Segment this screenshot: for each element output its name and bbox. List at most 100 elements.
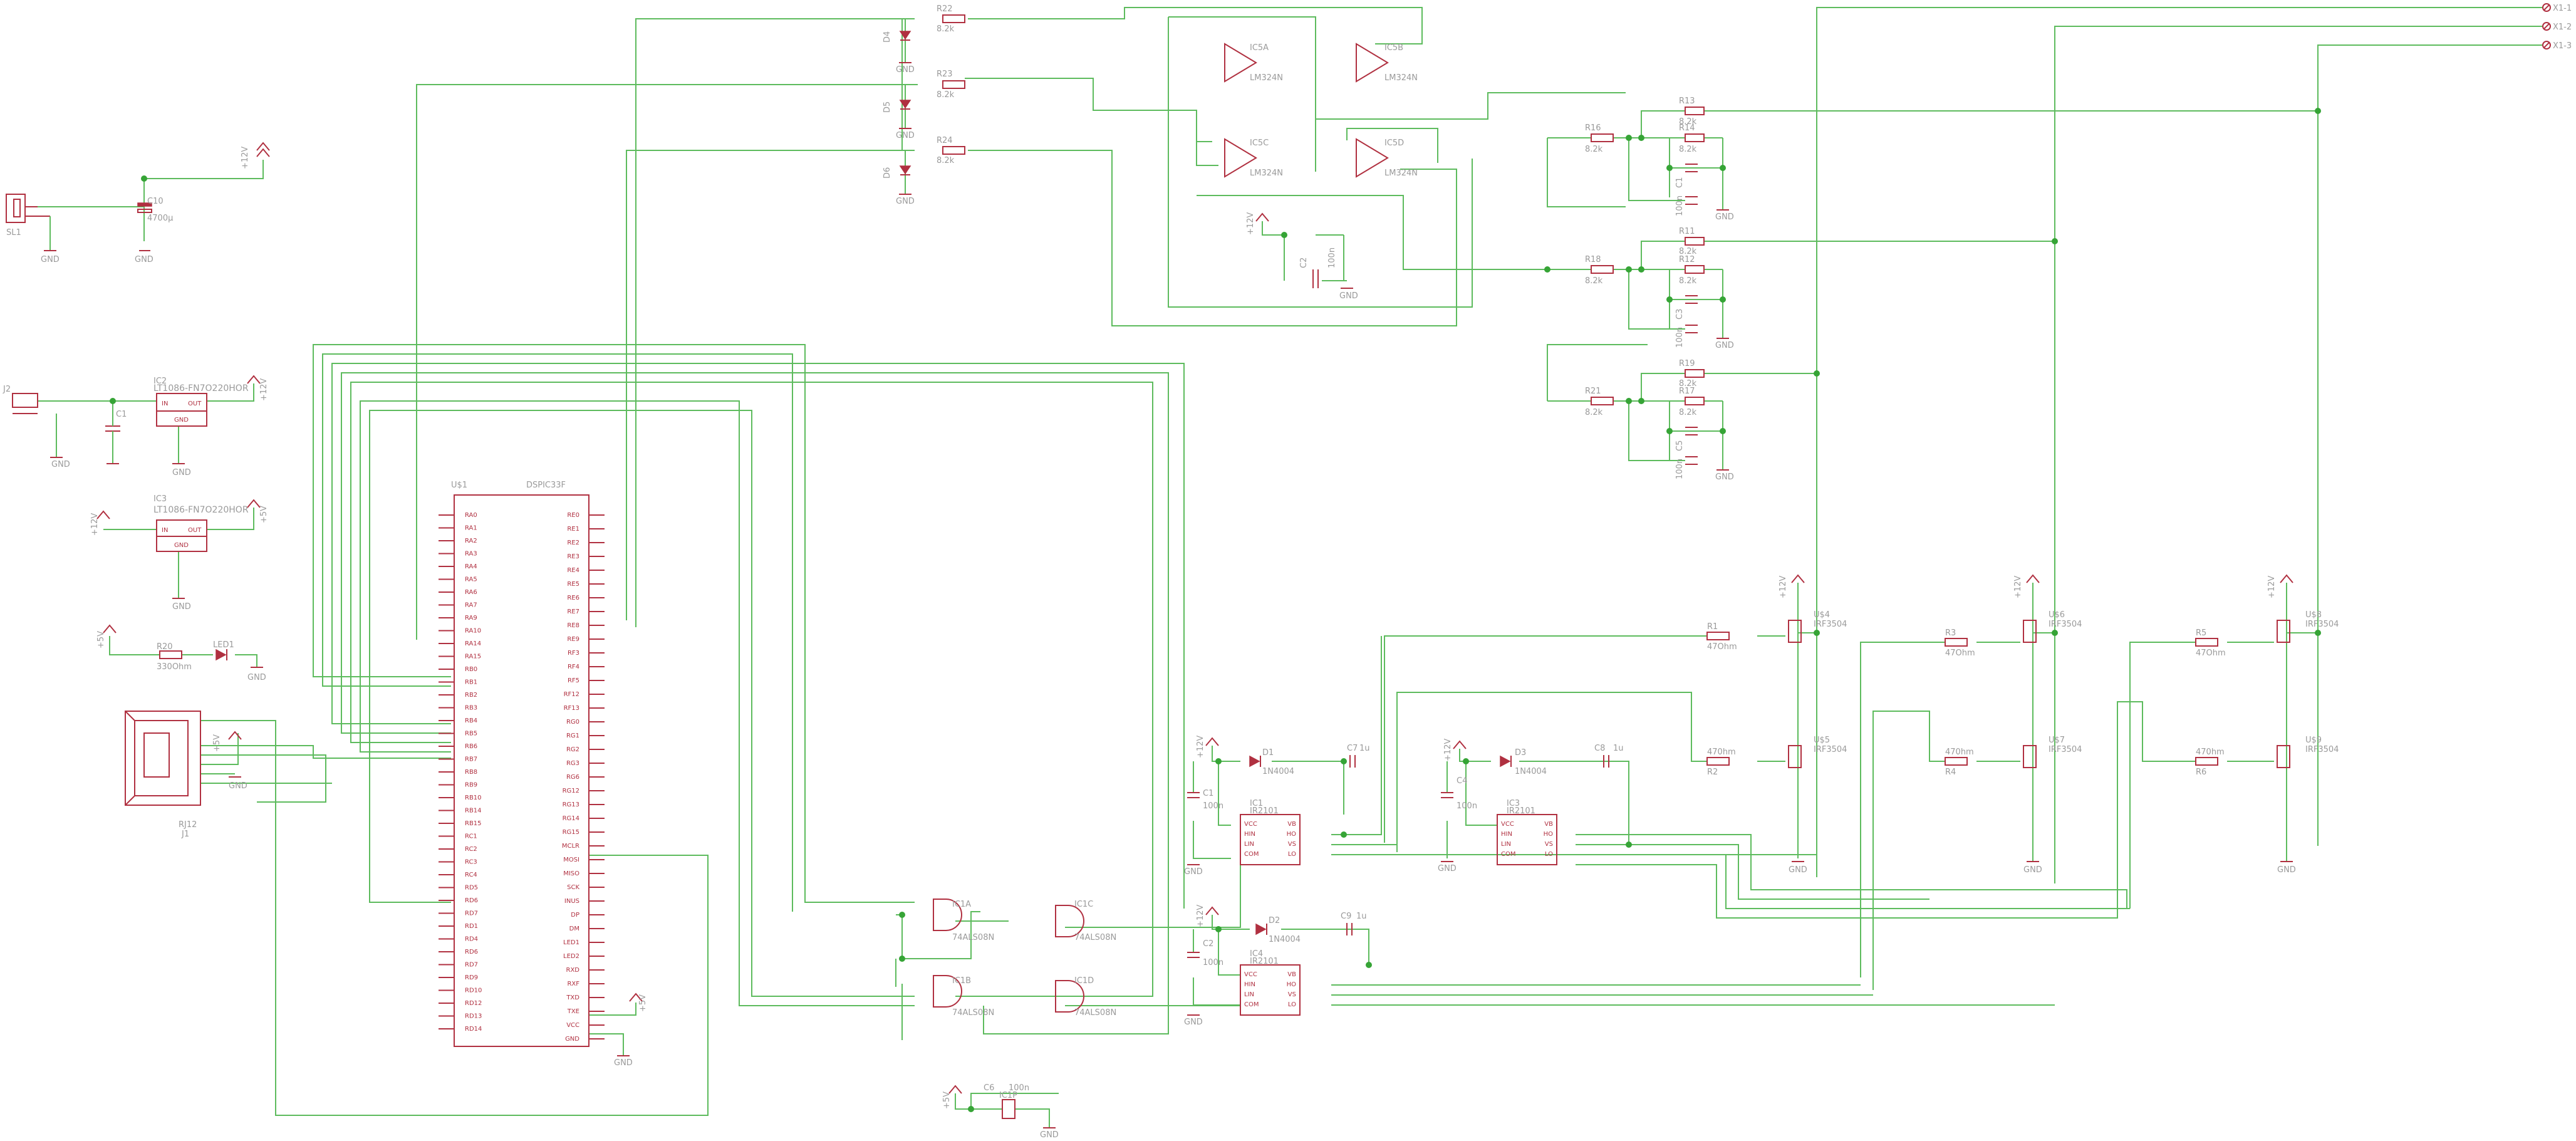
r17-value: 8.2k <box>1679 408 1697 417</box>
dec1-value: 100n <box>1203 801 1223 811</box>
u9-part: IRF3504 <box>2305 745 2339 754</box>
c1-label: C1 <box>116 410 127 419</box>
j1-rj12-connector: RJ12 J1 +5V GND <box>125 711 247 839</box>
divider-resistors: R16 R18 R21 8.2k 8.2k 8.2k R13 8.2k R14 … <box>1585 96 1734 482</box>
mcu-pin-right: RG1 <box>566 732 579 739</box>
j2-jack: J2 GND <box>3 385 70 469</box>
c8-value: 1u <box>1613 744 1624 753</box>
u4-label: U$4 <box>1814 610 1830 620</box>
ic3-p12-in-label: +12V <box>90 513 100 536</box>
opamps: IC5A LM324N IC5B LM324N IC5C LM324N IC5D… <box>1224 43 1418 301</box>
c9-label: C9 <box>1341 912 1351 921</box>
u7-gnd-label: GND <box>2023 865 2042 875</box>
ic3-regulator: IC3 LT1086-FN7O220HOR IN OUT GND GND +12… <box>90 494 269 612</box>
c10-label: C10 <box>147 197 164 206</box>
driver-bootstrap: D1 1N4004 C7 1u D3 1N4004 C8 1u D2 1N400… <box>1184 736 1624 1027</box>
driver-pin-left: COM <box>1244 1001 1259 1008</box>
driver-pin-right: HO <box>1544 831 1554 838</box>
opamp-c2-label: C2 <box>1299 258 1309 268</box>
mcu-pin-right: RG3 <box>566 760 579 767</box>
u6-part: IRF3504 <box>2049 620 2082 629</box>
mcu-pin-right: RXF <box>567 981 579 987</box>
ic2-p12-label: +12V <box>259 378 269 401</box>
mcu-pin-left: RC3 <box>465 859 477 866</box>
drv2-label: IC3 <box>1507 799 1520 808</box>
mcu-pin-right: RG14 <box>563 815 579 822</box>
bottom-c-name: C6 <box>984 1083 994 1093</box>
mcu-pin-right: MISO <box>563 870 579 877</box>
d2-part: 1N4004 <box>1269 935 1301 944</box>
r11-value: 8.2k <box>1679 247 1697 256</box>
mosfets: U$4 IRF3504 U$5 IRF3504 U$6 IRF3504 U$7 … <box>1706 574 2339 875</box>
driver-pin-right: HO <box>1287 981 1297 988</box>
mcu-pin-right: RE0 <box>567 512 579 519</box>
ic3-out: OUT <box>188 527 202 534</box>
j1-caption: RJ12 <box>179 820 197 830</box>
driver-pin-left: LIN <box>1244 991 1254 998</box>
mcu-pin-left: RA15 <box>465 654 481 660</box>
driver-pin-left: HIN <box>1244 831 1255 838</box>
r14-label: R14 <box>1679 123 1695 133</box>
r1-value: 47Ohm <box>1707 642 1737 652</box>
mcu-pin-right: TXE <box>567 1008 579 1015</box>
r23-label: R23 <box>937 70 953 79</box>
driver-pin-right: VS <box>1288 841 1296 848</box>
c10-gnd-label: GND <box>135 255 153 264</box>
ic5b-part: LM324N <box>1384 73 1418 83</box>
r1-label: R1 <box>1707 622 1718 632</box>
mcu-pin-left: RC1 <box>465 833 477 840</box>
mcu-pin-right: RG15 <box>563 829 579 836</box>
div-c-label-3: C5 <box>1675 440 1685 451</box>
u8-p12-label: +12V <box>2267 576 2277 598</box>
driver-pin-left: HIN <box>1501 831 1512 838</box>
wire-net <box>38 7 2543 1128</box>
mcu-pin-left: RD9 <box>465 974 478 981</box>
x1-3-label: X1-3 <box>2553 41 2572 51</box>
mcu-pin-right: RF12 <box>564 691 579 698</box>
bottom-decoupling: +5V C6 100n IC1P GND <box>942 1083 1059 1140</box>
driver-pin-left: VCC <box>1244 821 1257 828</box>
mcu-pin-left: RB14 <box>465 808 482 815</box>
r12-value: 8.2k <box>1679 276 1697 286</box>
u9-label: U$9 <box>2305 736 2322 745</box>
d6-gnd-label: GND <box>896 197 915 206</box>
gate-b-label: IC1B <box>952 976 971 986</box>
d1-label: D1 <box>1262 748 1274 758</box>
ic3-p5-label: +5V <box>259 506 269 523</box>
r13-label: R13 <box>1679 96 1695 106</box>
mcu-pin-left: RD6 <box>465 897 478 904</box>
r18-value: 8.2k <box>1585 276 1603 286</box>
c10-capacitor: C10 4700µ GND <box>135 197 173 264</box>
dec3-value: 100n <box>1203 958 1223 967</box>
driver-pin-right: VS <box>1288 991 1296 998</box>
drv2-part: IR2101 <box>1507 806 1535 816</box>
mcu-right-pins: RE0RE1RE2RE3RE4RE5RE6RE7RE8RE9RF3RF4RF5R… <box>562 512 605 1043</box>
mcu-pin-right: VCC <box>566 1022 579 1029</box>
mcu-pin-right: RF3 <box>568 650 579 657</box>
gate-d-label: IC1D <box>1074 976 1094 986</box>
r22-label: R22 <box>937 4 953 14</box>
d3-label: D3 <box>1515 748 1526 758</box>
ic3-in: IN <box>162 527 168 534</box>
mcu-pin-right: TXD <box>566 994 579 1001</box>
r20-value: 330Ohm <box>157 662 192 672</box>
mcu-pin-left: RA10 <box>465 628 481 635</box>
r14-value: 8.2k <box>1679 145 1697 154</box>
ic5a-part: LM324N <box>1250 73 1283 83</box>
bottom-p5: +5V <box>942 1092 952 1109</box>
mcu-pin-right: RE1 <box>567 526 579 533</box>
mcu-pin-right: INUS <box>564 898 579 905</box>
mcu-pin-right: GND <box>565 1036 579 1043</box>
d5-gnd-label: GND <box>896 131 915 140</box>
mcu-pin-right: RE2 <box>567 539 579 546</box>
mcu-pin-right: RE3 <box>567 553 579 560</box>
ic5a-label: IC5A <box>1250 43 1269 53</box>
ic2-gnd: GND <box>174 417 189 424</box>
mcu-pin-left: RA9 <box>465 615 477 622</box>
ic2-regulator: IC2 LT1086-FN7O220HOR IN OUT GND GND <box>153 377 249 477</box>
driver-pin-right: VS <box>1545 841 1553 848</box>
u8-part: IRF3504 <box>2305 620 2339 629</box>
c7-value: 1u <box>1359 744 1370 753</box>
c7-label: C7 <box>1347 744 1358 753</box>
led-p5-label: +5V <box>96 631 106 649</box>
